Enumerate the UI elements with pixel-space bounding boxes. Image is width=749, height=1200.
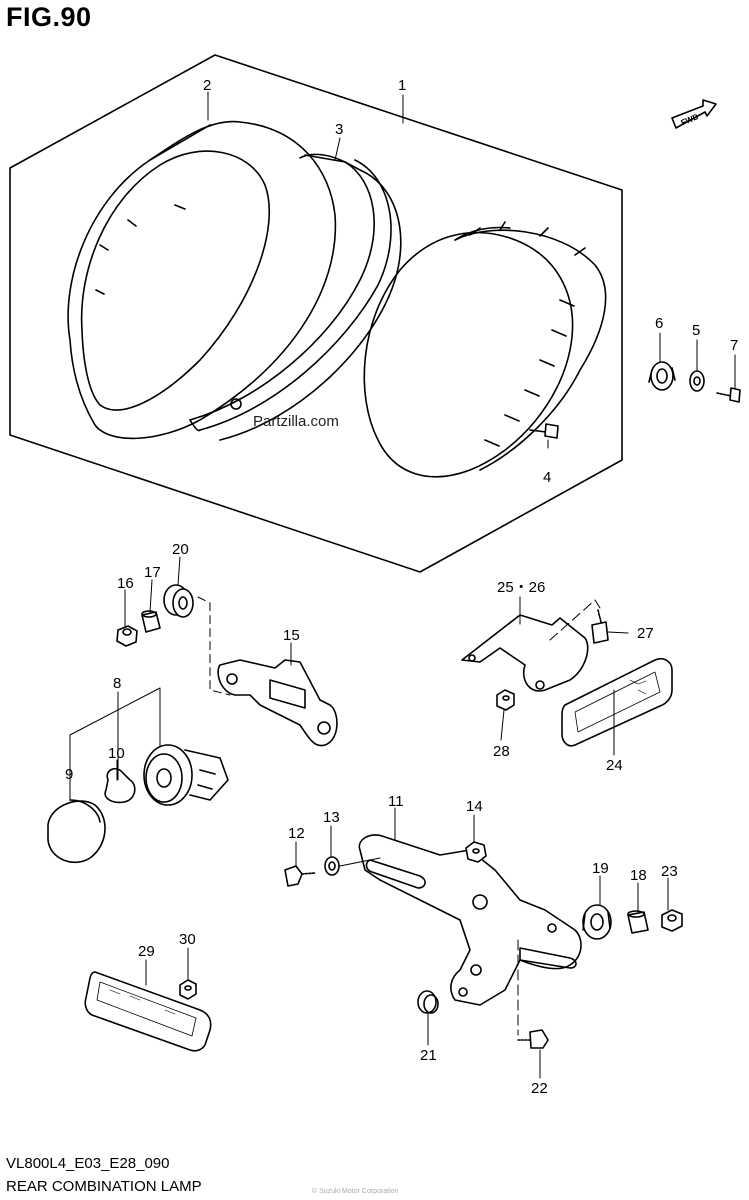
part-16-nut — [116, 625, 138, 647]
part-20-grommet — [163, 584, 194, 618]
part-15-bracket — [217, 659, 338, 747]
callout-11: 11 — [388, 793, 404, 810]
part-10-bulb — [104, 768, 136, 804]
callout-30: 30 — [179, 931, 196, 948]
part-28-nut — [496, 689, 515, 711]
part-13-washer — [324, 856, 340, 876]
fwd-arrow-icon: FWD — [671, 99, 717, 129]
watermark-text: Partzilla.com — [253, 413, 339, 430]
part-25-26-bracket — [461, 614, 589, 692]
assembly-outline — [9, 54, 623, 573]
leader-8-bracket — [69, 687, 161, 801]
part-24-reflector — [561, 657, 673, 747]
part-11-bracket — [358, 834, 582, 1006]
diagram-code: VL800L4_E03_E28_090 — [6, 1155, 170, 1172]
callout-19: 19 — [592, 860, 609, 877]
leader-25-26 — [549, 599, 601, 641]
callout-4: 4 — [543, 469, 551, 486]
part-17-spacer — [141, 610, 161, 633]
callout-3: 3 — [335, 121, 343, 138]
part-14-nut — [465, 841, 487, 863]
callout-1: 1 — [398, 77, 406, 94]
part-27-screw — [591, 609, 609, 644]
leader-lines — [197, 596, 231, 696]
callout-6: 6 — [655, 315, 663, 332]
callout-numbers: 1 2 3 4 5 6 7 8 9 10 11 12 13 14 15 16 1… — [65, 77, 738, 1097]
callout-14: 14 — [466, 798, 483, 815]
callout-leaders — [116, 91, 736, 1079]
part-22-bolt — [517, 939, 549, 1049]
callout-10: 10 — [108, 745, 125, 762]
callout-23: 23 — [661, 863, 678, 880]
part-18-spacer — [627, 910, 649, 934]
callout-17: 17 — [144, 564, 161, 581]
leader-13 — [339, 857, 381, 867]
callout-20: 20 — [172, 541, 189, 558]
part-9-lens — [47, 799, 106, 864]
callout-2: 2 — [203, 77, 211, 94]
callout-29: 29 — [138, 943, 155, 960]
callout-27: 27 — [637, 625, 654, 642]
part-23-nut — [661, 909, 683, 932]
callout-24: 24 — [606, 757, 623, 774]
part-7-screw — [716, 387, 741, 403]
part-4-screw — [529, 423, 559, 439]
callout-15: 15 — [283, 627, 300, 644]
part-21-grommet — [417, 990, 439, 1014]
callout-13: 13 — [323, 809, 340, 826]
callout-9: 9 — [65, 766, 73, 783]
callout-21: 21 — [420, 1047, 437, 1064]
part-6-grommet — [648, 361, 676, 391]
part-1-lamp-base — [363, 221, 607, 478]
callout-16: 16 — [117, 575, 134, 592]
diagram-caption: REAR COMBINATION LAMP — [6, 1178, 202, 1195]
callout-28: 28 — [493, 743, 510, 760]
part-30-nut — [179, 979, 197, 1000]
footer-note: © Suzuki Motor Corporation — [312, 1188, 399, 1195]
callout-5: 5 — [692, 322, 700, 339]
part-5-washer — [689, 370, 705, 392]
callout-22: 22 — [531, 1080, 548, 1097]
part-29-reflector — [84, 971, 212, 1052]
callout-18: 18 — [630, 867, 647, 884]
part-12-bolt — [284, 865, 316, 887]
part-2-lens-cover — [67, 120, 337, 440]
part-8-socket — [143, 744, 229, 806]
callout-8: 8 — [113, 675, 121, 692]
callout-25-26: 25・26 — [497, 579, 545, 596]
part-19-grommet — [582, 904, 612, 940]
callout-12: 12 — [288, 825, 305, 842]
figure-title: FIG.90 — [6, 2, 92, 32]
callout-7: 7 — [730, 337, 738, 354]
part-3-gasket — [189, 153, 402, 441]
